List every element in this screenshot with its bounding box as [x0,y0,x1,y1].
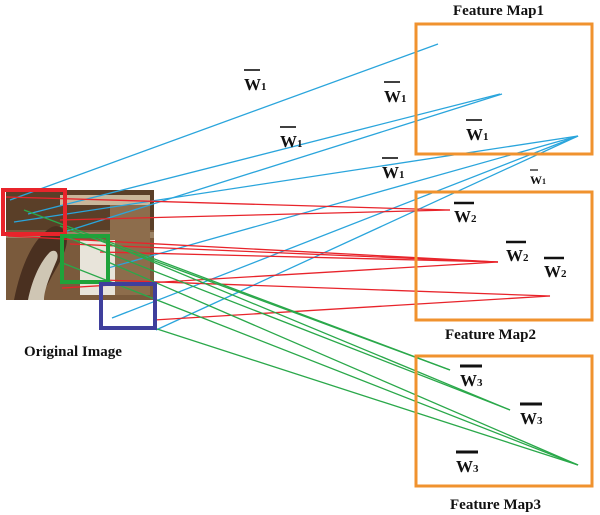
w1-label-c: W1 [384,81,407,106]
w3-label-a: W3 [460,364,483,390]
original-image-label: Original Image [24,344,122,360]
w2-label-c: W2 [544,256,567,281]
svg-text:W1: W1 [530,173,546,187]
svg-text:W1: W1 [280,132,303,151]
svg-text:W1: W1 [384,87,407,106]
w2-label-a: W2 [454,201,477,226]
green-kernel-box [60,234,110,284]
feature-map-1-title: Feature Map1 [453,3,544,19]
feature-map-2-box [414,190,594,322]
w1-label-a: W1 [244,69,267,94]
svg-text:W3: W3 [520,409,543,428]
svg-text:W2: W2 [544,262,567,281]
svg-text:W3: W3 [456,457,479,476]
red-kernel-box [1,188,67,236]
svg-text:W2: W2 [506,246,529,265]
w2-label-b: W2 [506,240,529,265]
w3-label-c: W3 [456,450,479,476]
feature-map-1-box [414,22,594,156]
svg-text:W3: W3 [460,371,483,390]
svg-text:W1: W1 [466,125,489,144]
w1-label-d: W1 [382,157,405,182]
w3-connections [23,209,579,466]
w1-label-b: W1 [280,126,303,151]
w1-label-f: W1 [530,169,546,187]
w3-label-b: W3 [520,402,543,428]
svg-text:W1: W1 [382,163,405,182]
svg-text:W1: W1 [244,75,267,94]
feature-map-3-title: Feature Map3 [450,497,541,513]
w1-connections [9,43,579,331]
w1-label-e: W1 [466,119,489,144]
svg-text:W2: W2 [454,207,477,226]
feature-map-3-box [414,354,594,488]
feature-map-2-title: Feature Map2 [445,327,536,343]
blue-kernel-box [99,282,157,330]
